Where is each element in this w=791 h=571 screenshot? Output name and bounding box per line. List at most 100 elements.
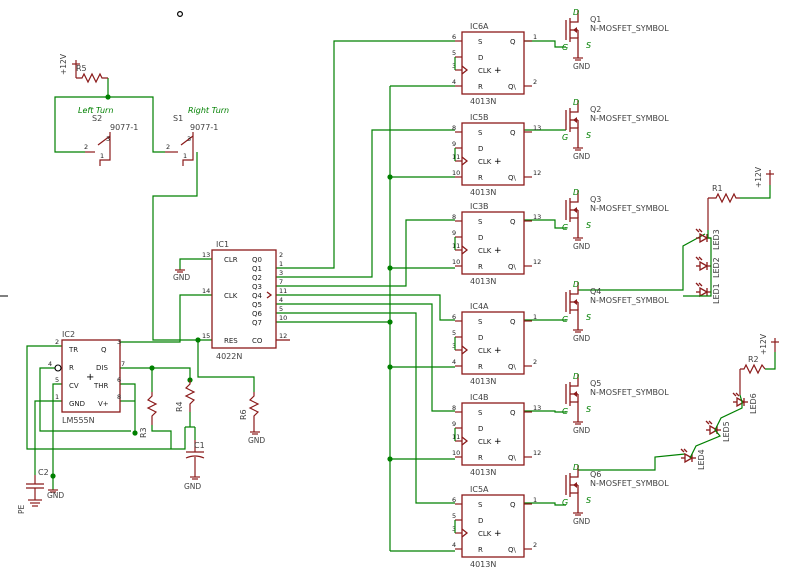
mosfet-ref: Q3 <box>590 195 601 204</box>
led-wires <box>683 230 743 459</box>
flipflop-pin-label: Q <box>510 218 516 226</box>
flipflops: IC6A4013NSDCLKRQQ\+653412IC5B4013NSDCLKR… <box>452 22 541 569</box>
resistor-r4: R4 <box>175 380 196 412</box>
resistor-r6: R6 <box>239 392 260 432</box>
svg-text:+12V: +12V <box>754 166 763 188</box>
ic2-pinnum-dis: 7 <box>121 360 125 368</box>
ic2-pinnum-q: 3 <box>117 338 121 346</box>
flipflop-pin-number: 2 <box>533 541 537 549</box>
ic2-timer: IC2 LM555N TR R CV GND Q DIS THR V+ 2 4 … <box>48 330 125 425</box>
mosfet-part: N-MOSFET_SYMBOL <box>590 114 669 123</box>
flipflop-part: 4013N <box>470 97 496 106</box>
capacitor-c2: C2 <box>26 468 49 500</box>
svg-text:+: + <box>494 157 502 167</box>
ic1-pinnum-q1: 1 <box>279 260 283 268</box>
flipflop-pin-label: Q\ <box>508 363 517 371</box>
flipflop-pin-label: Q\ <box>508 263 517 271</box>
flipflop-pin-number: 2 <box>533 358 537 366</box>
flipflop-ref: IC3B <box>470 202 489 211</box>
flipflop-pin-number: 4 <box>452 78 456 86</box>
flipflop-pin-number: 11 <box>452 433 460 441</box>
svg-text:2: 2 <box>84 143 88 151</box>
vcc-r5: +12V <box>59 53 80 78</box>
vcc-r2: +12V <box>759 333 779 355</box>
ic2-pin-r: R <box>69 364 74 372</box>
svg-text:GND: GND <box>47 491 64 500</box>
switch-s2[interactable]: 2 3 1 S2 9077-1 Left Turn <box>78 106 138 166</box>
ic2-pinnum-cv: 5 <box>55 376 59 384</box>
flipflop-pin-number: 10 <box>452 258 460 266</box>
svg-text:1: 1 <box>183 152 187 160</box>
ic1-pinnum-clr: 13 <box>202 251 210 259</box>
flipflop-ref: IC6A <box>470 22 489 31</box>
flipflop-pin-number: 1 <box>533 496 537 504</box>
flipflop-pin-label: Q <box>510 501 516 509</box>
ic1-pin-q4: Q4 <box>252 292 263 300</box>
flipflop-pin-number: 1 <box>533 33 537 41</box>
flipflop-pin-label: CLK <box>478 438 492 446</box>
flipflop-pin-number: 11 <box>452 153 460 161</box>
flipflop-pin-label: Q <box>510 318 516 326</box>
ic2-pinnum-thr: 6 <box>117 376 121 384</box>
svg-text:1: 1 <box>100 152 104 160</box>
led-label: LED1 <box>712 283 721 304</box>
ic1-pin-q1: Q1 <box>252 265 262 273</box>
flipflop-part: 4013N <box>470 188 496 197</box>
ic1-pinnum-q2: 3 <box>279 269 283 277</box>
svg-text:+12V: +12V <box>759 333 768 355</box>
flipflop-pin-label: S <box>478 409 483 417</box>
flipflop-ref: IC5A <box>470 485 489 494</box>
ic1-pin-clr: CLR <box>224 256 238 264</box>
ic1-pin-q0: Q0 <box>252 256 262 264</box>
led-led1: LED1 <box>695 282 721 304</box>
flipflop-pin-number: 5 <box>452 329 456 337</box>
flipflop-ref: IC4B <box>470 393 489 402</box>
ic1-pinnum-res: 15 <box>202 332 210 340</box>
capacitor-c1: C1 <box>185 440 205 477</box>
flipflop-pin-label: S <box>478 38 483 46</box>
flipflop-pin-label: R <box>478 263 483 271</box>
resistor-r3: R3 <box>139 392 158 438</box>
svg-text:+: + <box>494 529 502 539</box>
flipflop-pin-label: CLK <box>478 347 492 355</box>
mosfet-pin-d: D <box>573 280 579 289</box>
svg-text:R4: R4 <box>175 401 184 412</box>
flipflop-pin-number: 12 <box>533 258 541 266</box>
ic1-pin-q6: Q6 <box>252 310 263 318</box>
flipflop-pin-label: D <box>478 234 483 242</box>
mosfet-part: N-MOSFET_SYMBOL <box>590 24 669 33</box>
flipflop-pin-label: CLK <box>478 67 492 75</box>
flipflop-pin-number: 13 <box>533 124 541 132</box>
flipflop-pin-number: 12 <box>533 169 541 177</box>
mosfet-pin-s: S <box>586 41 591 50</box>
ic1-pinnum-q7: 10 <box>279 314 287 322</box>
flipflop-pin-label: CLK <box>478 247 492 255</box>
ic2-pin-q: Q <box>101 346 107 354</box>
ic2-pinnum-r: 4 <box>48 360 52 368</box>
ic1-pinnum-clk: 14 <box>202 287 210 295</box>
flipflop-pin-number: 4 <box>452 541 456 549</box>
ic2-center-mark: + <box>86 372 94 383</box>
ic1-pin-q7: Q7 <box>252 319 262 327</box>
flipflop-pin-number: 4 <box>452 358 456 366</box>
switch-s1[interactable]: 2 3 1 S1 9077-1 Right Turn <box>165 106 229 166</box>
ic2-pin-gnd: GND <box>69 400 85 408</box>
svg-text:Left Turn: Left Turn <box>78 106 113 115</box>
svg-text:Right Turn: Right Turn <box>188 106 229 115</box>
svg-text:+: + <box>494 66 502 76</box>
mosfet-gnd-label: GND <box>573 62 590 71</box>
svg-text:R3: R3 <box>139 427 148 438</box>
flipflop-ref: IC5B <box>470 113 489 122</box>
origin-marker <box>177 11 184 18</box>
flipflop-pin-label: Q\ <box>508 83 517 91</box>
led-led6: LED6 <box>732 392 758 414</box>
mosfet-gnd-label: GND <box>573 152 590 161</box>
